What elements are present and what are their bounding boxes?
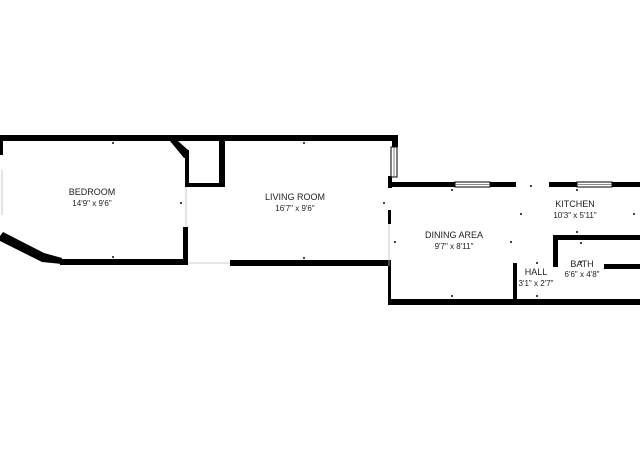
- wall-bath-top: [553, 235, 640, 240]
- dining-area-name: DINING AREA: [425, 230, 483, 240]
- wall-living-right-lower: [388, 176, 392, 188]
- room-label-hall: HALL 3'1" x 2'7": [519, 267, 554, 288]
- wall-dining-top-left: [391, 182, 455, 187]
- kitchen-dimensions: 10'3" x 5'11": [553, 211, 596, 220]
- living-room-name: LIVING ROOM: [265, 192, 325, 202]
- window-kitchen-north: [576, 181, 613, 188]
- wall-dining-top-mid: [490, 182, 516, 187]
- living-room-dimensions: 16'7" x 9'6": [275, 204, 315, 213]
- room-label-kitchen: KITCHEN 10'3" x 5'11": [553, 199, 596, 220]
- wall-closet-right: [219, 141, 225, 187]
- wall-kitchen-top-right: [612, 182, 640, 187]
- bedroom-name: BEDROOM: [69, 187, 116, 197]
- wall-kitchen-top-mid: [549, 182, 577, 187]
- measurement-ticks: [112, 142, 635, 297]
- kitchen-name: KITCHEN: [555, 199, 595, 209]
- wall-divider-lower: [183, 227, 188, 265]
- room-label-bath: BATH 6'6" x 4'8": [565, 259, 600, 279]
- bath-dimensions: 6'6" x 4'8": [565, 270, 600, 279]
- wall-bath-left: [553, 235, 558, 267]
- wall-bedroom-bottom: [60, 259, 188, 265]
- openings: [185, 187, 390, 266]
- room-label-dining-area: DINING AREA 9'7" x 8'11": [425, 230, 483, 251]
- hall-dimensions: 3'1" x 2'7": [519, 279, 554, 288]
- wall-bath-right-stub: [604, 264, 640, 269]
- wall-closet-bottom: [185, 183, 225, 187]
- window-living-east: [390, 146, 398, 178]
- wall-dining-left-lower: [388, 266, 391, 302]
- window-dining-north: [454, 181, 491, 188]
- windows: [1, 146, 613, 215]
- wall-bedroom-bay: [0, 232, 62, 264]
- wall-living-right-mid: [388, 210, 391, 224]
- wall-top-left: [0, 135, 398, 141]
- hall-name: HALL: [525, 267, 548, 277]
- wall-hall-left: [513, 263, 517, 301]
- bedroom-dimensions: 14'9" x 9'6": [72, 199, 112, 208]
- wall-living-right-upper: [392, 135, 398, 147]
- wall-living-bottom: [230, 260, 391, 266]
- bath-name: BATH: [570, 259, 593, 269]
- wall-bedroom-left-upper: [0, 135, 3, 155]
- dining-area-dimensions: 9'7" x 8'11": [435, 242, 474, 251]
- wall-bedroom-closet-angle: [170, 141, 188, 158]
- wall-closet-left: [185, 150, 189, 186]
- room-label-living-room: LIVING ROOM 16'7" x 9'6": [265, 192, 325, 213]
- walls: [0, 135, 640, 305]
- wall-dining-bottom: [388, 299, 640, 305]
- room-label-bedroom: BEDROOM 14'9" x 9'6": [69, 187, 116, 208]
